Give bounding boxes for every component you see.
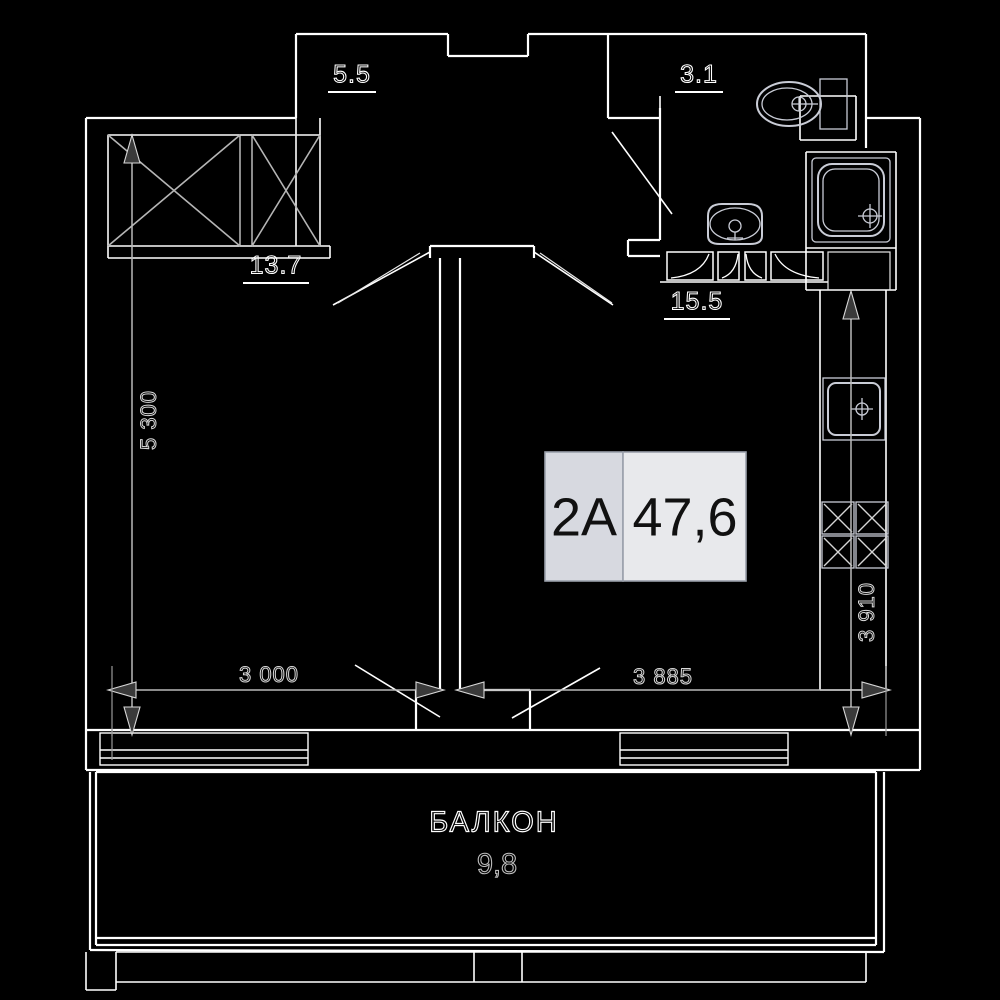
- living-kitchen-area-text: 15.5: [671, 288, 724, 316]
- badge-area-panel: [622, 451, 747, 582]
- dim-arrow-left-bottom: [105, 681, 137, 699]
- central-partition-wall: [414, 244, 536, 732]
- dim-arrow-left-seg2: [453, 681, 485, 699]
- label-leader-lines: [337, 252, 613, 304]
- badge-area-text: 47,6: [632, 487, 737, 547]
- dim-arrow-down-left: [123, 706, 141, 738]
- bathroom-area-text: 3.1: [680, 61, 718, 89]
- cooktop-4-burner: [821, 501, 889, 569]
- balcony-labels: БАЛКОН 9,8: [429, 806, 558, 881]
- dim-arrow-down-right: [842, 706, 860, 738]
- balcony-outline: [85, 770, 886, 991]
- loggia-area-text: 5.5: [333, 61, 371, 89]
- balcony-label-text: БАЛКОН: [429, 807, 558, 839]
- badge-type-panel: [544, 451, 624, 582]
- dim-bottom-left-text: 3 000: [239, 662, 299, 687]
- balcony-area-text: 9,8: [477, 849, 517, 881]
- dim-arrow-right-seg1: [415, 681, 447, 699]
- badge-type-text: 2A: [551, 487, 617, 547]
- dim-bottom-right-text: 3 885: [633, 664, 693, 689]
- kitchen-cabinets: [660, 251, 891, 291]
- window-x-right: [251, 134, 321, 247]
- washbasin: [707, 203, 763, 245]
- entry-loggia-walls: [107, 118, 331, 259]
- bottom-wall-and-windows: [86, 728, 920, 772]
- kitchen-sink: [822, 377, 886, 441]
- bathroom-walls: [608, 95, 897, 291]
- toilet-fixture: [756, 78, 848, 130]
- dim-right-vertical-text: 3 910: [854, 582, 879, 642]
- dimension-lines: [105, 132, 893, 760]
- dim-left-vertical-text: 5 300: [136, 390, 161, 450]
- bathroom-door-swing: [611, 131, 673, 215]
- dimension-labels: 5 300 3 910 3 000 3 885: [135, 389, 879, 689]
- dim-arrow-right-bottom: [861, 681, 893, 699]
- dim-arrow-up-right: [842, 288, 860, 320]
- apartment-type-badge[interactable]: 2A 47,6: [544, 451, 747, 582]
- exterior-walls: [84, 32, 922, 770]
- bedroom-area-text: 13.7: [250, 252, 303, 280]
- dim-arrow-up-left: [123, 132, 141, 164]
- shower-tray: [811, 157, 891, 243]
- room-area-labels: 5.5 3.1 13.7 15.5: [243, 60, 730, 320]
